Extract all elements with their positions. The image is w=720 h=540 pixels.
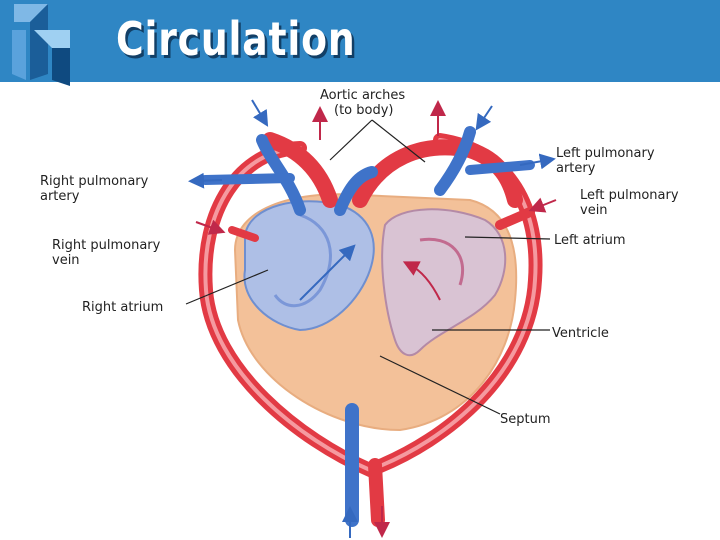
label-right-pulmonary-vein-sub: vein <box>52 253 80 268</box>
arrow-right-pulmonary-artery <box>188 172 223 189</box>
vena-cava-top-left <box>434 126 476 196</box>
right-pulmonary-vein-vessel <box>228 226 259 242</box>
label-right-pulmonary-vein: Right pulmonary <box>52 238 161 253</box>
label-aortic-arches: Aortic arches <box>320 88 405 103</box>
label-septum: Septum <box>500 412 551 427</box>
label-left-pulmonary-artery-sub: artery <box>556 161 596 176</box>
leader-aortic-arches-b <box>371 119 426 163</box>
label-left-pulmonary-vein-sub: vein <box>580 203 608 218</box>
vena-cava-top-right <box>256 134 306 216</box>
label-left-pulmonary-vein: Left pulmonary <box>580 188 679 203</box>
left-pulmonary-artery-vessel <box>465 160 535 175</box>
arrow-right-pulmonary-vein <box>195 219 226 235</box>
aortic-arch-right <box>262 132 338 208</box>
arrow-vein-in-left <box>251 99 269 127</box>
bracket-logo-icon <box>12 4 70 86</box>
label-ventricle: Ventricle <box>552 326 609 341</box>
leader-right-atrium <box>185 269 269 305</box>
leader-left-atrium <box>464 236 551 240</box>
leader-aortic-arches-a <box>329 119 373 161</box>
label-left-atrium: Left atrium <box>554 233 626 248</box>
left-atrium-chamber <box>381 208 507 357</box>
leader-septum <box>379 355 501 415</box>
label-left-pulmonary-artery: Left pulmonary <box>556 146 655 161</box>
label-aortic-arches-sub: (to body) <box>334 103 393 118</box>
label-right-atrium: Right atrium <box>82 300 163 315</box>
slide-title: Circulation <box>116 12 356 66</box>
label-right-pulmonary-artery-sub: artery <box>40 189 80 204</box>
dorsal-aorta <box>368 458 385 527</box>
arrow-left-pulmonary-artery <box>519 153 556 170</box>
arrow-left-pulmonary-vein <box>528 197 557 213</box>
label-right-pulmonary-artery: Right pulmonary <box>40 174 149 189</box>
arrow-vein-in-right <box>475 105 493 131</box>
slide-header-bar <box>0 0 720 82</box>
left-pulmonary-vein-vessel <box>495 207 535 230</box>
